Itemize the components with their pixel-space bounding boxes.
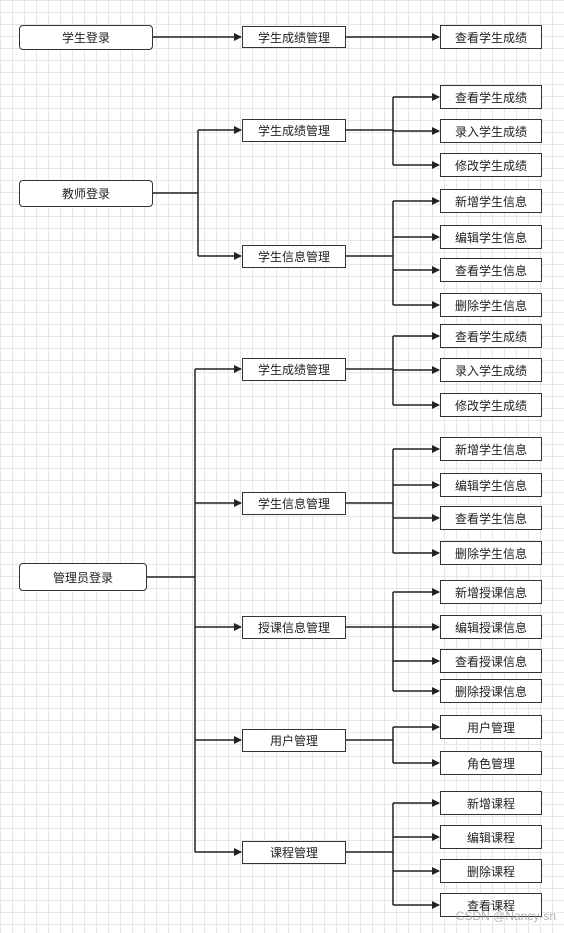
student-score-management-node: 学生成绩管理	[242, 26, 346, 48]
admin-user-management-sub-node: 用户管理	[440, 715, 542, 739]
teacher-score-management-node: 学生成绩管理	[242, 119, 346, 142]
teacher-add-score-node: 录入学生成绩	[440, 119, 542, 143]
teacher-student-info-management-node: 学生信息管理	[242, 245, 346, 268]
admin-view-course-node: 查看课程	[440, 893, 542, 917]
admin-delete-student-info-node: 删除学生信息	[440, 541, 542, 565]
admin-score-management-node: 学生成绩管理	[242, 358, 346, 381]
admin-course-management-node: 课程管理	[242, 841, 346, 864]
admin-delete-teaching-info-node: 删除授课信息	[440, 679, 542, 703]
admin-student-info-management-node: 学生信息管理	[242, 492, 346, 515]
admin-edit-student-info-node: 编辑学生信息	[440, 473, 542, 497]
student-view-score-node: 查看学生成绩	[440, 25, 542, 49]
admin-view-teaching-info-node: 查看授课信息	[440, 649, 542, 673]
student-login-node: 学生登录	[19, 25, 153, 50]
admin-login-node: 管理员登录	[19, 563, 147, 591]
teacher-delete-student-info-node: 删除学生信息	[440, 293, 542, 317]
admin-view-score-node: 查看学生成绩	[440, 324, 542, 348]
teacher-view-student-info-node: 查看学生信息	[440, 258, 542, 282]
admin-edit-course-node: 编辑课程	[440, 825, 542, 849]
admin-add-score-node: 录入学生成绩	[440, 358, 542, 382]
admin-add-student-info-node: 新增学生信息	[440, 437, 542, 461]
admin-edit-score-node: 修改学生成绩	[440, 393, 542, 417]
teacher-view-score-node: 查看学生成绩	[440, 85, 542, 109]
admin-add-teaching-info-node: 新增授课信息	[440, 580, 542, 604]
admin-add-course-node: 新增课程	[440, 791, 542, 815]
admin-teaching-info-management-node: 授课信息管理	[242, 616, 346, 639]
teacher-add-student-info-node: 新增学生信息	[440, 189, 542, 213]
admin-user-management-node: 用户管理	[242, 729, 346, 752]
teacher-edit-student-info-node: 编辑学生信息	[440, 225, 542, 249]
admin-edit-teaching-info-node: 编辑授课信息	[440, 615, 542, 639]
admin-view-student-info-node: 查看学生信息	[440, 506, 542, 530]
admin-delete-course-node: 删除课程	[440, 859, 542, 883]
teacher-edit-score-node: 修改学生成绩	[440, 153, 542, 177]
teacher-login-node: 教师登录	[19, 180, 153, 207]
admin-role-management-node: 角色管理	[440, 751, 542, 775]
watermark: CSDN @Nancy-sn	[455, 909, 556, 923]
